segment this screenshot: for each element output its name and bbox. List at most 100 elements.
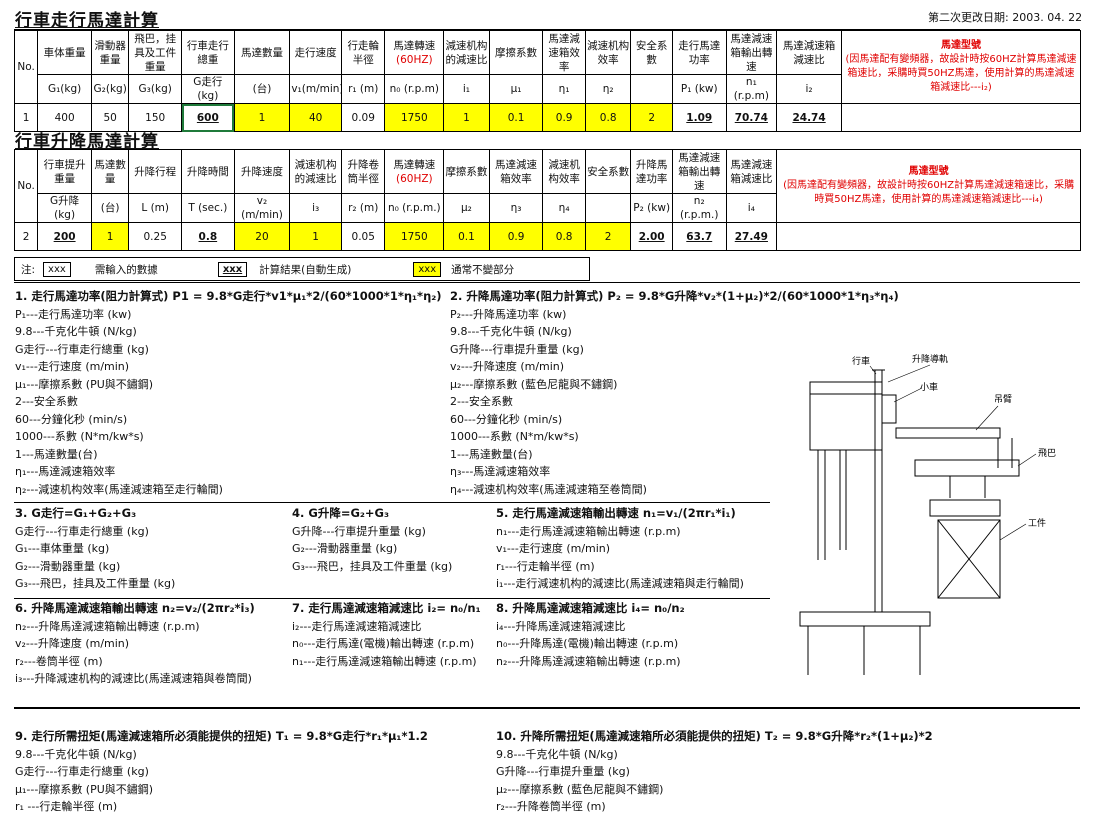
cell-eff2[interactable]: 0.8	[584, 103, 632, 132]
def-line: G升降---行車提升重量 (kg)	[496, 765, 630, 778]
cell-gtotal[interactable]: 600	[181, 103, 235, 132]
section-title: 10. 升降所需扭矩(馬達減速箱所必須能提供的扭矩) T₂ = 9.8*G升降*…	[496, 729, 933, 743]
def-line: i₄---升降馬達減速箱減速比	[496, 619, 626, 633]
change-date: 第二次更改日期: 2003. 04. 22	[928, 11, 1083, 24]
def-line: n₁---走行馬達減速箱輸出轉速 (r.p.m)	[496, 524, 681, 538]
col-wheel-radius: 行走輪半徑	[340, 30, 386, 75]
cell-ratio-i3[interactable]: 1	[289, 222, 342, 251]
def-line: G₂---滑動器重量 (kg)	[292, 542, 398, 555]
legend: 注: xxx 需輸入的數據 xxx 計算結果(自動生成) xxx 通常不變部分	[14, 257, 590, 281]
col-lift-weight: 行車提升重量	[37, 149, 92, 194]
col-g2: 滑動器重量	[90, 30, 130, 75]
col-motor-rpm: 馬達轉速(60HZ)	[384, 149, 445, 194]
cell-power[interactable]: 2.00	[630, 222, 673, 251]
cell-friction[interactable]: 0.1	[443, 222, 490, 251]
col-power: 升降馬達功率	[630, 149, 673, 194]
col-out-rpm: 馬達減速箱輸出轉速	[725, 30, 778, 75]
cell-out-rpm[interactable]: 70.74	[725, 103, 778, 132]
section-title: 5. 走行馬達減速箱輸出轉速 n₁=v₁/(2πr₁*i₁)	[496, 506, 736, 520]
cell-motor-count[interactable]: 1	[90, 222, 130, 251]
col-time: 升降時間	[181, 149, 235, 194]
col-stroke: 升降行程	[128, 149, 183, 194]
col-no: No.	[13, 149, 39, 223]
unit-cell: η₁	[542, 74, 586, 104]
label-arm: 吊臂	[994, 393, 1012, 405]
def-line: r₂---升降卷筒半徑 (m)	[496, 800, 606, 813]
legend-note: 注:	[21, 263, 36, 276]
def-line: 2---安全系數	[450, 395, 513, 408]
unit-cell: i₁	[443, 74, 490, 104]
unit-cell	[584, 193, 632, 223]
cell-wheel-radius[interactable]: 0.09	[340, 103, 386, 132]
def-line: η₂---減速机构效率(馬達減速箱至走行輪間)	[15, 482, 223, 496]
col-eff2: 減速机构效率	[584, 30, 632, 75]
section-lift-rpm: 6. 升降馬達減速箱輸出轉速 n₂=v₂/(2πr₂*i₃) n₂---升降馬達…	[15, 600, 255, 688]
section-lift-torque: 10. 升降所需扭矩(馬達減速箱所必須能提供的扭矩) T₂ = 9.8*G升降*…	[496, 728, 933, 816]
def-line: μ₂---摩擦系數 (藍色尼龍與不鏽鋼)	[496, 782, 664, 796]
def-line: G升降---行車提升重量 (kg)	[292, 524, 426, 538]
col-eff1: 馬達減速箱效率	[542, 30, 586, 75]
section-travel-ratio: 7. 走行馬達減速箱減速比 i₂= n₀/n₁ i₂---走行馬達減速箱減速比 …	[292, 600, 481, 670]
unit-cell: G₃(kg)	[128, 74, 183, 104]
def-line: 9.8---千克化牛頓 (N/kg)	[15, 325, 137, 338]
col-ratio-i1: 減速机构的減速比	[443, 30, 490, 75]
cell-speed[interactable]: 40	[289, 103, 342, 132]
def-line: 2---安全系數	[15, 395, 78, 408]
cell-drum-radius[interactable]: 0.05	[340, 222, 386, 251]
cell-ratio-i4[interactable]: 27.49	[725, 222, 778, 251]
legend-const-label: 通常不變部分	[451, 263, 515, 276]
cell-eff1[interactable]: 0.9	[542, 103, 586, 132]
col-gtotal: 行車走行總重	[181, 30, 235, 75]
col-out-rpm: 馬達減速箱輸出轉速	[671, 149, 727, 194]
section-travel-torque: 9. 走行所需扭矩(馬達減速箱所必須能提供的扭矩) T₁ = 9.8*G走行*r…	[15, 728, 428, 816]
section-lift-power: 2. 升降馬達功率(阻力計算式) P₂ = 9.8*G升降*v₂*(1+μ₂)*…	[450, 288, 899, 498]
unit-cell: n₀ (r.p.m)	[384, 74, 445, 104]
col-g1: 車体重量	[37, 30, 92, 75]
title-travel-motor: 行車走行馬達計算	[15, 11, 159, 31]
label-crane: 行車	[852, 355, 870, 367]
cell-safety[interactable]: 2	[630, 103, 673, 132]
cell-motor-rpm[interactable]: 1750	[384, 222, 445, 251]
note-cell[interactable]	[776, 222, 1081, 251]
col-motor-count: 馬達數量	[90, 149, 130, 194]
cell-motor-rpm[interactable]: 1750	[384, 103, 445, 132]
col-safety: 安全系數	[584, 149, 632, 194]
def-line: P₁---走行馬達功率 (kw)	[15, 307, 132, 321]
def-line: G走行---行車走行總重 (kg)	[15, 524, 149, 538]
cell-friction[interactable]: 0.1	[488, 103, 544, 132]
legend-input-sample: xxx	[43, 261, 71, 277]
cell-ratio-i1[interactable]: 1	[443, 103, 490, 132]
cell-motor-count[interactable]: 1	[233, 103, 291, 132]
col-motor-rpm: 馬達轉速(60HZ)	[384, 30, 445, 75]
def-line: v₁---走行速度 (m/min)	[496, 542, 611, 555]
cell-time[interactable]: 0.8	[181, 222, 235, 251]
cell-stroke[interactable]: 0.25	[128, 222, 183, 251]
col-lift-speed: 升降速度	[233, 149, 291, 194]
def-line: r₂---卷筒半徑 (m)	[15, 654, 103, 668]
cell-lift-speed[interactable]: 20	[233, 222, 291, 251]
unit-cell: v₁(m/min)	[289, 74, 342, 104]
def-line: η₃---馬達減速箱效率	[450, 465, 551, 478]
cell-lift-weight[interactable]: 200	[37, 222, 92, 251]
cell-out-rpm[interactable]: 63.7	[671, 222, 727, 251]
unit-cell: G升降 (kg)	[37, 193, 92, 223]
title-lift-motor: 行車升降馬達計算	[15, 132, 159, 152]
note-cell[interactable]	[840, 103, 1082, 132]
def-line: r₁ ---行走輪半徑 (m)	[15, 800, 118, 813]
def-line: r₁---行走輪半徑 (m)	[496, 559, 595, 573]
cell-power[interactable]: 1.09	[671, 103, 727, 132]
cell-ratio-i2[interactable]: 24.74	[776, 103, 842, 132]
col-ratio-i3: 減速机构的減速比	[289, 149, 342, 194]
section-travel-power: 1. 走行馬達功率(阻力計算式) P1 = 9.8*G走行*v1*μ₁*2/(6…	[15, 288, 442, 498]
travel-motor-table: No. 車体重量 滑動器重量 飛巴，挂具及工件重量 行車走行總重 馬達數量 走行…	[13, 30, 1082, 132]
cell-eff3[interactable]: 0.9	[488, 222, 544, 251]
cell-eff4[interactable]: 0.8	[542, 222, 586, 251]
cell-safety[interactable]: 2	[584, 222, 632, 251]
unit-cell: P₁ (kw)	[671, 74, 727, 104]
unit-cell: r₂ (m)	[340, 193, 386, 223]
unit-cell: η₄	[542, 193, 586, 223]
def-line: 9.8---千克化牛頓 (N/kg)	[450, 325, 572, 338]
section-title: 3. G走行=G₁+G₂+G₃	[15, 506, 137, 520]
def-line: i₃---升降減速机构的減速比(馬達減速箱與卷筒間)	[15, 672, 252, 685]
cell-g2[interactable]: 50	[90, 103, 130, 132]
